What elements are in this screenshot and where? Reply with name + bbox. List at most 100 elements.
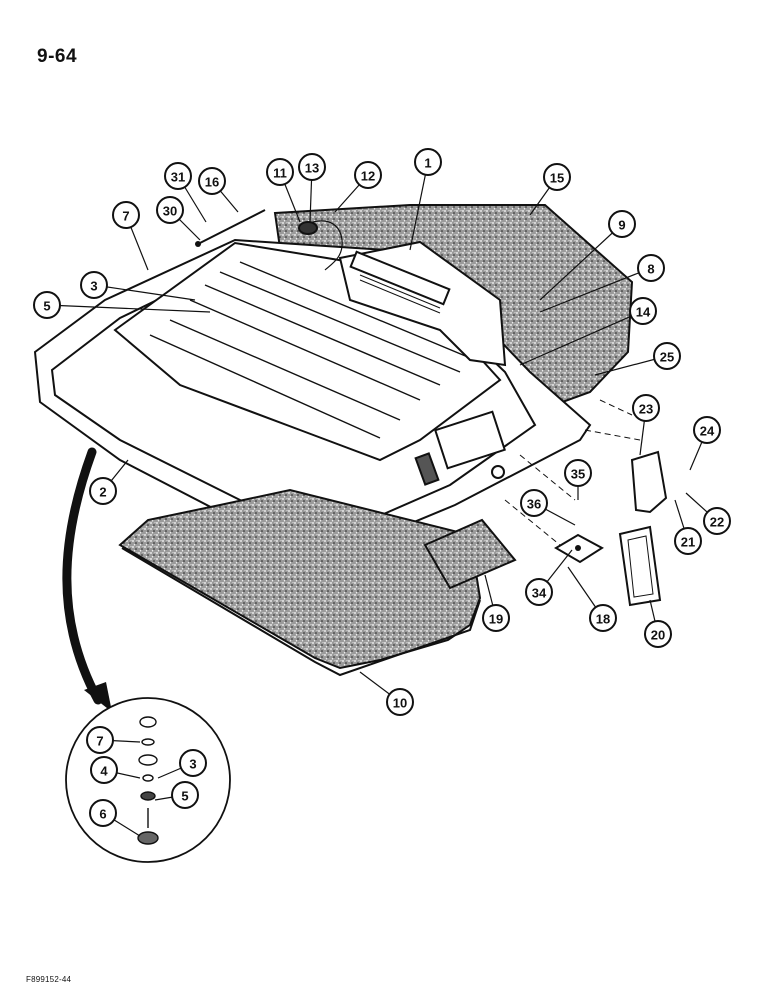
- lower-headliner-fabric: [118, 488, 482, 670]
- callout-label: 20: [651, 628, 665, 643]
- callout-label: 1: [424, 156, 431, 171]
- light-bar-slots: [359, 274, 441, 314]
- callout-label: 35: [571, 467, 585, 482]
- callout-20: 20: [644, 620, 672, 648]
- page-number: 9-64: [37, 46, 78, 67]
- callout-balloon: [637, 254, 665, 282]
- callout-35: 35: [564, 459, 592, 487]
- callout-23: 23: [632, 394, 660, 422]
- callout-label: 24: [700, 424, 715, 439]
- callout-31: 31: [164, 162, 192, 190]
- callout-24: 24: [693, 416, 721, 444]
- rod-end-30: [195, 241, 201, 247]
- callout-label: 21: [681, 535, 695, 550]
- callout-label: 30: [163, 204, 177, 219]
- callout-16: 16: [198, 167, 226, 195]
- callout-13: 13: [298, 153, 326, 181]
- callout-label: 6: [99, 807, 106, 822]
- callout-balloon: [156, 196, 184, 224]
- callout-22: 22: [703, 507, 731, 535]
- callout-leader: [539, 267, 652, 313]
- callout-21: 21: [674, 527, 702, 555]
- callout-label: 8: [647, 262, 654, 277]
- callout-label: 18: [596, 612, 610, 627]
- callout-label: 15: [550, 171, 564, 186]
- callout-balloon: [112, 201, 140, 229]
- callout-label: 2: [99, 485, 106, 500]
- callout-balloon: [674, 527, 702, 555]
- callout-balloon: [33, 291, 61, 319]
- callout-balloon: [298, 153, 326, 181]
- rib-lines: [149, 261, 476, 439]
- callout-label: 13: [305, 161, 319, 176]
- callout-balloon: [414, 148, 442, 176]
- callout-balloon: [482, 604, 510, 632]
- callout-balloon: [89, 799, 117, 827]
- wire-harness: [299, 220, 343, 271]
- callout-label: 5: [181, 789, 188, 804]
- detail-fastener-stack: [137, 716, 159, 845]
- callout-label: 25: [660, 350, 674, 365]
- callout-30: 30: [156, 196, 184, 224]
- detail-arrowhead: [84, 682, 112, 712]
- callout-5: 5: [33, 291, 61, 319]
- callout-4: 4: [90, 756, 118, 784]
- callout-balloon: [589, 604, 617, 632]
- callout-label: 12: [361, 169, 375, 184]
- callout-balloon: [629, 297, 657, 325]
- mirror-20: [618, 525, 662, 607]
- callout-balloon: [653, 342, 681, 370]
- callout-balloon: [644, 620, 672, 648]
- mirror-glass: [627, 535, 654, 598]
- callout-19: 19: [482, 604, 510, 632]
- insulation-pad-19: [423, 518, 517, 590]
- dome-light-hole: [491, 465, 505, 479]
- callout-25: 25: [653, 342, 681, 370]
- callout-3: 3: [179, 749, 207, 777]
- callout-12: 12: [354, 161, 382, 189]
- callout-2: 2: [89, 477, 117, 505]
- callout-balloon: [179, 749, 207, 777]
- callout-label: 23: [639, 402, 653, 417]
- mounting-rod: [197, 209, 266, 245]
- callout-label: 7: [96, 734, 103, 749]
- callout-leader: [46, 304, 211, 313]
- callout-label: 4: [100, 764, 108, 779]
- callout-balloon: [386, 688, 414, 716]
- callout-balloon: [354, 161, 382, 189]
- callout-18: 18: [589, 604, 617, 632]
- callout-balloon: [171, 781, 199, 809]
- callout-label: 34: [532, 586, 547, 601]
- callout-label: 31: [171, 170, 185, 185]
- callout-7: 7: [112, 201, 140, 229]
- alignment-lines: [504, 399, 641, 546]
- callout-balloon: [608, 210, 636, 238]
- callout-balloon: [89, 477, 117, 505]
- callout-leader: [539, 223, 623, 301]
- callout-balloon: [632, 394, 660, 422]
- callout-balloon: [520, 489, 548, 517]
- callout-balloon: [90, 756, 118, 784]
- callout-label: 22: [710, 515, 724, 530]
- callout-10: 10: [386, 688, 414, 716]
- callout-3: 3: [80, 271, 108, 299]
- figure-code: F899152-44: [26, 975, 72, 984]
- callout-balloon: [543, 163, 571, 191]
- callout-balloon: [564, 459, 592, 487]
- lower-headliner-backing: [121, 547, 481, 677]
- callout-leader: [519, 310, 644, 366]
- callout-balloon: [198, 167, 226, 195]
- callout-11: 11: [266, 158, 294, 186]
- callout-balloon: [703, 507, 731, 535]
- callout-label: 3: [90, 279, 97, 294]
- bracket-hole: [575, 545, 581, 551]
- callout-leader: [409, 161, 429, 251]
- callout-label: 11: [273, 166, 287, 181]
- callout-balloon: [86, 726, 114, 754]
- callout-balloon: [693, 416, 721, 444]
- console-light-bar: [349, 250, 451, 306]
- callout-label: 16: [205, 175, 219, 190]
- callout-6: 6: [89, 799, 117, 827]
- callout-1: 1: [414, 148, 442, 176]
